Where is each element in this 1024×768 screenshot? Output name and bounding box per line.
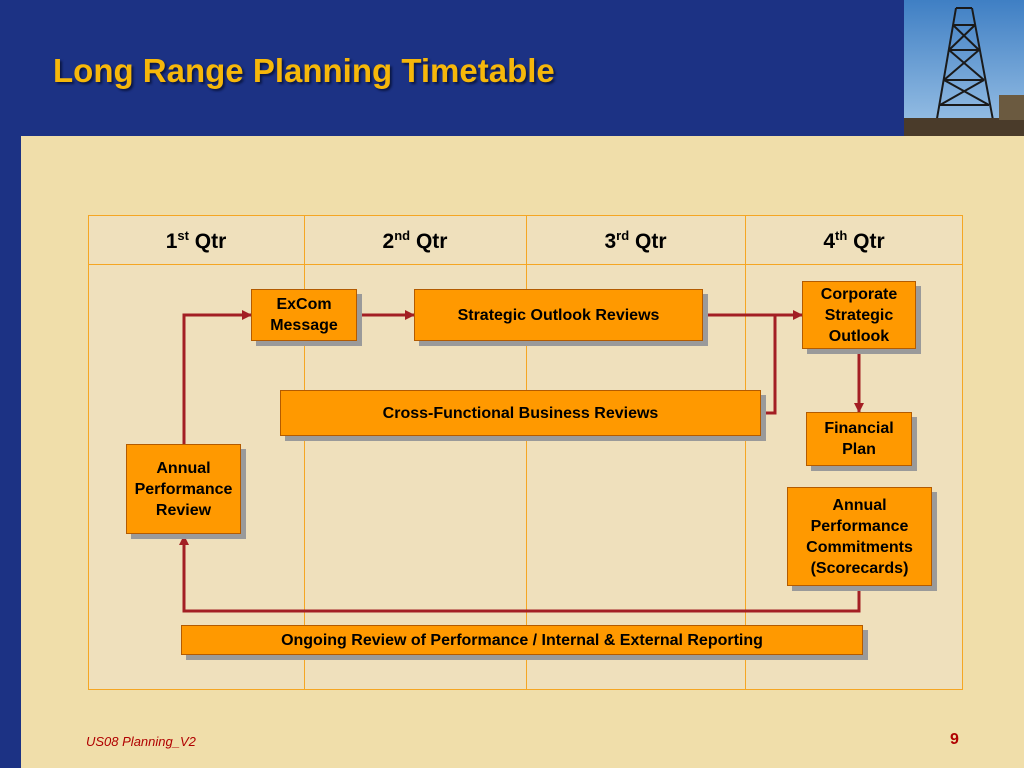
header-band xyxy=(0,0,1024,136)
cross-functional-reviews-box: Cross-Functional Business Reviews xyxy=(280,390,761,436)
drilling-rig-photo xyxy=(904,0,1024,136)
page-number: 9 xyxy=(950,731,959,748)
grid-divider xyxy=(304,215,305,690)
left-accent-strip xyxy=(0,0,21,768)
arrow-review-to-excom xyxy=(182,310,252,444)
arrow-crossfunctional-join xyxy=(761,315,777,415)
quarter-header-1: 1st Qtr xyxy=(165,228,227,253)
quarter-header-3: 3rd Qtr xyxy=(604,228,667,253)
strategic-outlook-reviews-box: Strategic Outlook Reviews xyxy=(414,289,703,341)
ongoing-review-box: Ongoing Review of Performance / Internal… xyxy=(181,625,863,655)
footer-document-name: US08 Planning_V2 xyxy=(86,734,196,749)
arrow-commitments-to-review xyxy=(179,535,861,613)
grid-divider xyxy=(526,215,527,690)
quarter-header-4: 4th Qtr xyxy=(823,228,885,253)
grid-divider xyxy=(745,215,746,690)
grid-header-divider xyxy=(88,264,963,265)
slide-title: Long Range Planning Timetable xyxy=(53,52,555,89)
quarter-header-2: 2nd Qtr xyxy=(382,228,448,253)
